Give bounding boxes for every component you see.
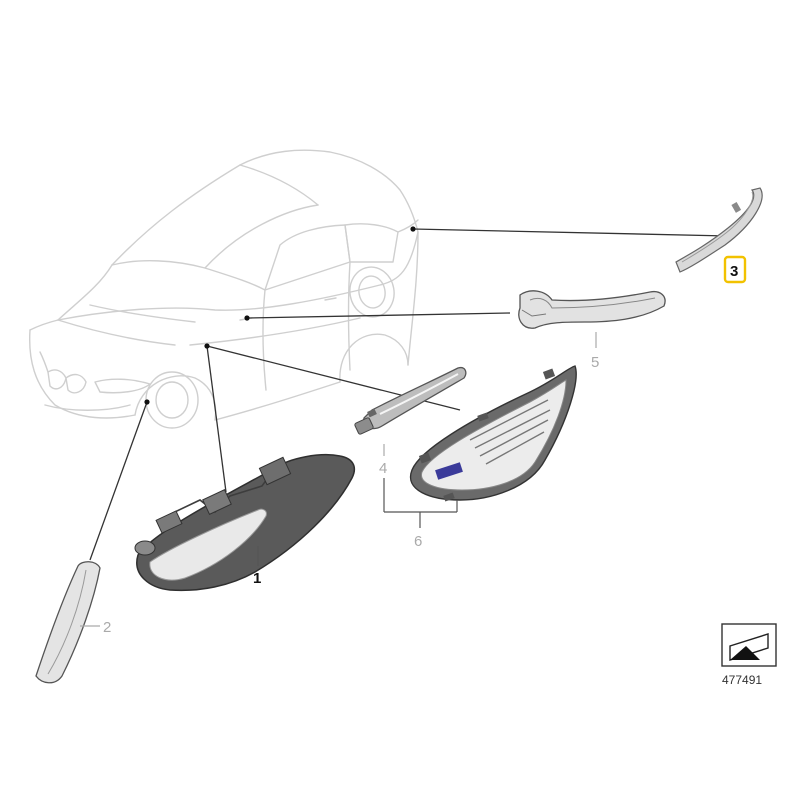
doc-icon-box bbox=[721, 623, 777, 667]
part-6-side-vent bbox=[409, 365, 577, 502]
callout-5: 5 bbox=[591, 354, 599, 371]
bracket-4-6 bbox=[383, 478, 458, 528]
arrow-corner-icon bbox=[729, 633, 769, 661]
leader-line-5 bbox=[246, 312, 511, 319]
car-outline-icon bbox=[28, 149, 419, 429]
leader-line-1 bbox=[206, 345, 227, 493]
callout-2: 2 bbox=[103, 619, 111, 636]
part-1-side-marker bbox=[134, 453, 356, 592]
callout-3: 3 bbox=[730, 263, 738, 280]
part-5-light-guide bbox=[518, 290, 666, 329]
callout-3-highlight bbox=[723, 255, 747, 284]
leader-line-2 bbox=[89, 401, 148, 561]
document-number: 477491 bbox=[722, 673, 762, 687]
callout-1: 1 bbox=[253, 570, 261, 587]
leader-line-3 bbox=[412, 228, 729, 237]
leader-dots bbox=[144, 226, 416, 405]
callout-4: 4 bbox=[379, 460, 387, 477]
callout-6: 6 bbox=[414, 533, 422, 550]
part-4-light-bar bbox=[354, 366, 467, 435]
part-3-rear-trim bbox=[675, 187, 763, 273]
part-2-side-strip bbox=[35, 561, 101, 684]
